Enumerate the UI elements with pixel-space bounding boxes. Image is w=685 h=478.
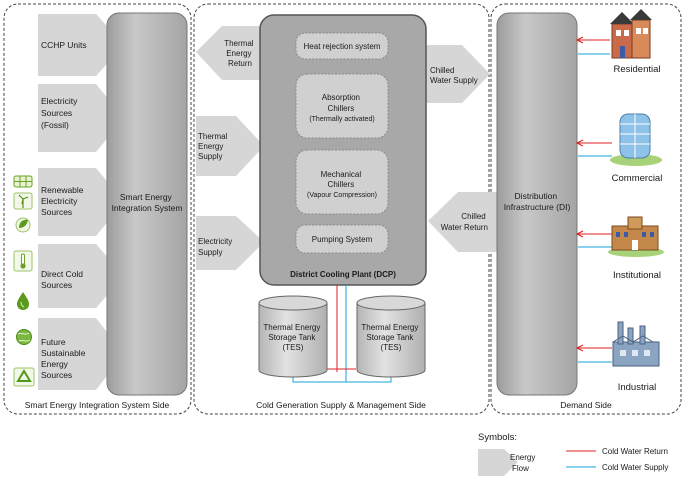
plug-leaf-icon xyxy=(15,217,31,233)
integration-system-block xyxy=(106,12,188,396)
flow-label-thermal-supply: Thermal Energy Supply xyxy=(198,132,230,161)
commercial-building-icon xyxy=(610,113,662,166)
legend-return-label: Cold Water Return xyxy=(602,447,668,456)
demand-pipes-residential xyxy=(575,36,610,55)
industrial-building-icon xyxy=(612,321,660,367)
tes-tank-2-label: Thermal Energy Storage Tank (TES) xyxy=(361,323,420,352)
legend-supply-label: Cold Water Supply xyxy=(602,463,668,472)
flow-arrow-chilled-return xyxy=(428,192,500,252)
flow-label-chilled-supply: Chilled Water Supply xyxy=(430,66,478,85)
dcp-title: District Cooling Plant (DCP) xyxy=(290,270,396,279)
institutional-building-icon xyxy=(608,216,664,257)
source-arrow-electricity-fossil xyxy=(38,84,124,152)
section-label-right: Demand Side xyxy=(560,400,612,410)
component-label-absorption-chillers: Absorption Chillers (Thermally activated… xyxy=(309,93,374,123)
component-heat-rejection xyxy=(295,32,389,60)
source-arrow-direct-cold xyxy=(38,244,124,308)
component-label-mechanical-chillers: Mechanical Chillers (Vapour Compression) xyxy=(307,170,377,199)
flow-arrow-thermal-supply xyxy=(196,116,264,176)
tes-tank-1 xyxy=(258,295,328,378)
demand-label-institutional: Institutional xyxy=(613,270,661,281)
source-label-electricity-fossil: Electricity Sources (Fossil) xyxy=(41,96,80,130)
demand-pipes-commercial xyxy=(575,139,612,157)
source-arrow-cchp xyxy=(38,14,124,76)
integration-system-label: Smart Energy Integration System xyxy=(112,192,183,213)
component-absorption-chillers xyxy=(295,73,389,139)
source-label-renewable: Renewable Electricity Sources xyxy=(41,185,86,217)
tes-tank-1-label: Thermal Energy Storage Tank (TES) xyxy=(263,323,322,352)
section-label-middle: Cold Generation Supply & Management Side xyxy=(256,400,426,410)
flow-label-chilled-return: Chilled Water Return xyxy=(441,212,488,232)
demand-pipes-institutional xyxy=(575,230,612,248)
source-label-future: Future Sustainable Energy Sources xyxy=(41,337,88,380)
flow-label-electricity-supply: Electricity Supply xyxy=(198,237,234,257)
distribution-infrastructure-block xyxy=(496,12,578,396)
legend-energy-flow-label: Energy Flow xyxy=(510,453,538,473)
source-label-direct-cold: Direct Cold Sources xyxy=(41,269,85,290)
source-arrow-future xyxy=(38,318,124,390)
flow-arrow-electricity-supply xyxy=(196,216,264,270)
component-pumping-system xyxy=(295,224,389,254)
section-frame-middle xyxy=(193,3,490,415)
legend-energy-flow-arrow xyxy=(478,449,518,476)
flow-arrow-thermal-return xyxy=(196,26,260,80)
source-label-cchp: CCHP Units xyxy=(41,40,87,50)
demand-label-residential: Residential xyxy=(614,64,661,75)
section-label-left: Smart Energy Integration System Side xyxy=(25,400,170,410)
thermometer-icon xyxy=(13,250,33,272)
component-mechanical-chillers xyxy=(295,149,389,215)
flow-arrow-chilled-supply xyxy=(420,45,490,103)
distribution-infrastructure-label: Distribution Infrastructure (DI) xyxy=(504,191,571,212)
demand-label-commercial: Commercial xyxy=(612,173,663,184)
component-label-pumping-system: Pumping System xyxy=(312,235,373,244)
wind-turbine-icon xyxy=(13,192,33,210)
flow-label-thermal-return: Thermal Energy Return xyxy=(224,39,256,68)
demand-label-industrial: Industrial xyxy=(618,382,657,393)
water-drop-icon xyxy=(17,292,29,310)
demand-pipes-industrial xyxy=(575,344,612,363)
component-label-heat-rejection: Heat rejection system xyxy=(304,42,381,51)
recycle-icon xyxy=(13,367,35,387)
section-frame-left xyxy=(3,3,192,415)
source-arrow-renewable xyxy=(38,168,124,236)
globe-leaf-icon xyxy=(16,329,32,345)
solar-panel-icon xyxy=(13,175,33,188)
legend-title: Symbols: xyxy=(478,432,517,443)
residential-building-icon xyxy=(610,9,652,59)
tes-tank-2 xyxy=(356,295,426,378)
